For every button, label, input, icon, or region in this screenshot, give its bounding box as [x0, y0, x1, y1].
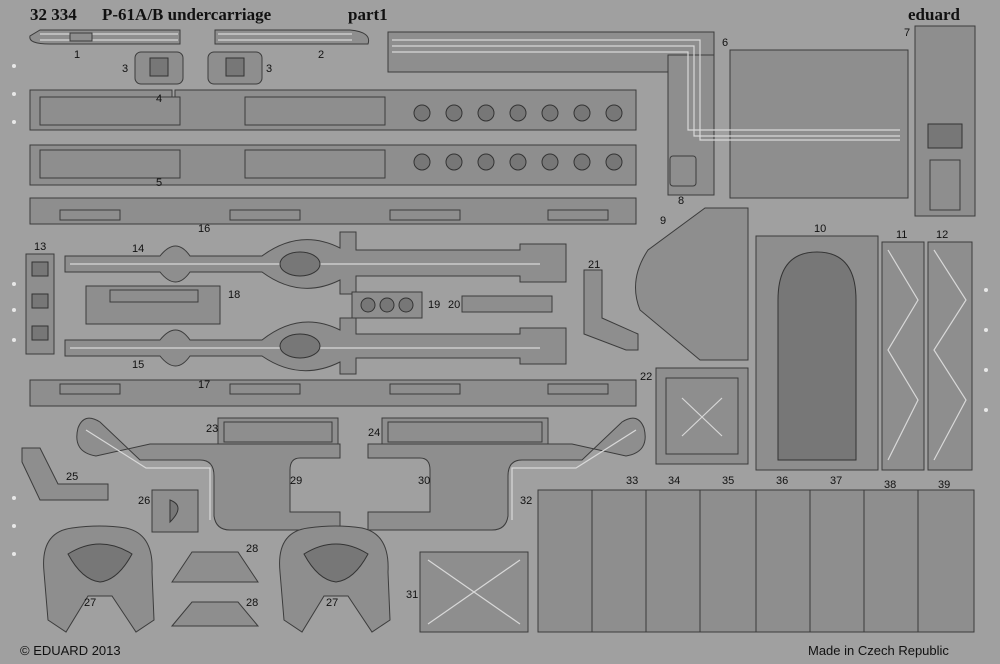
part-label: 16 — [198, 223, 210, 235]
part-label: 11 — [896, 229, 907, 241]
part-11 — [881, 241, 925, 471]
part-28-lower — [170, 601, 260, 627]
part-label: 19 — [428, 299, 440, 311]
part-label: 35 — [722, 475, 734, 487]
part-25 — [21, 447, 109, 501]
part-30 — [367, 417, 646, 531]
part-label: 27 — [326, 597, 338, 609]
part-label: 37 — [830, 475, 842, 487]
part-8 — [669, 155, 697, 187]
part-label: 28 — [246, 597, 258, 609]
part-label: 17 — [198, 379, 210, 391]
part-4 — [29, 89, 637, 131]
part-26 — [151, 489, 199, 533]
part-label: 18 — [228, 289, 240, 301]
part-label: 21 — [588, 259, 600, 271]
part-label: 3 — [266, 63, 272, 75]
brand-logo: eduard — [908, 5, 961, 24]
part-label: 39 — [938, 479, 950, 491]
part-label: 26 — [138, 495, 150, 507]
part-16 — [29, 197, 637, 225]
part-19 — [351, 291, 423, 319]
part-18 — [85, 285, 221, 325]
part-15 — [64, 317, 567, 375]
part-20 — [461, 295, 553, 313]
part-label: 9 — [660, 215, 666, 227]
part-label: 14 — [132, 243, 144, 255]
part-label: 22 — [640, 371, 652, 383]
part-14 — [64, 231, 567, 295]
part-29 — [76, 417, 341, 531]
part-label: 25 — [66, 471, 78, 483]
part-3-right — [207, 51, 263, 85]
part-3-left — [134, 51, 184, 85]
fret-part: part1 — [348, 5, 388, 24]
fret-title: P-61A/B undercarriage — [102, 5, 272, 24]
part-label: 5 — [156, 177, 162, 189]
part-label: 2 — [318, 49, 324, 61]
part-21 — [583, 269, 639, 351]
sprue-marks — [12, 64, 988, 556]
part-12 — [927, 241, 973, 471]
part-13 — [25, 253, 55, 355]
part-22 — [655, 367, 749, 465]
part-5 — [29, 144, 637, 186]
part-label: 31 — [406, 589, 418, 601]
part-17 — [29, 379, 637, 407]
parts-32-39 — [537, 489, 975, 633]
part-label: 20 — [448, 299, 460, 311]
part-31 — [419, 551, 529, 633]
copyright-text: © EDUARD 2013 — [20, 643, 121, 658]
part-label: 6 — [722, 37, 728, 49]
part-label: 36 — [776, 475, 788, 487]
part-label: 30 — [418, 475, 430, 487]
part-9 — [635, 207, 749, 361]
part-label: 15 — [132, 359, 144, 371]
part-label: 38 — [884, 479, 896, 491]
fret-code: 32 334 — [30, 5, 77, 24]
part-27-left — [43, 525, 155, 633]
part-label: 1 — [74, 49, 80, 61]
part-label: 28 — [246, 543, 258, 555]
part-label: 12 — [936, 229, 948, 241]
part-label: 13 — [34, 241, 46, 253]
part-7 — [914, 25, 976, 217]
part-label: 29 — [290, 475, 302, 487]
part-label: 4 — [156, 93, 162, 105]
part-10 — [755, 235, 879, 471]
part-24 — [381, 417, 549, 449]
part-label: 7 — [904, 27, 910, 39]
part-label: 34 — [668, 475, 680, 487]
part-label: 32 — [520, 495, 532, 507]
part-label: 24 — [368, 427, 380, 439]
part-label: 27 — [84, 597, 96, 609]
part-label: 8 — [678, 195, 684, 207]
part-28-upper — [171, 551, 259, 583]
part-label: 3 — [122, 63, 128, 75]
part-2 — [214, 29, 370, 45]
part-label: 23 — [206, 423, 218, 435]
part-6 — [387, 31, 909, 199]
origin-text: Made in Czech Republic — [808, 643, 949, 658]
part-23 — [217, 417, 339, 449]
part-label: 33 — [626, 475, 638, 487]
part-label: 10 — [814, 223, 826, 235]
part-27-right — [279, 525, 391, 633]
part-1 — [29, 29, 181, 45]
